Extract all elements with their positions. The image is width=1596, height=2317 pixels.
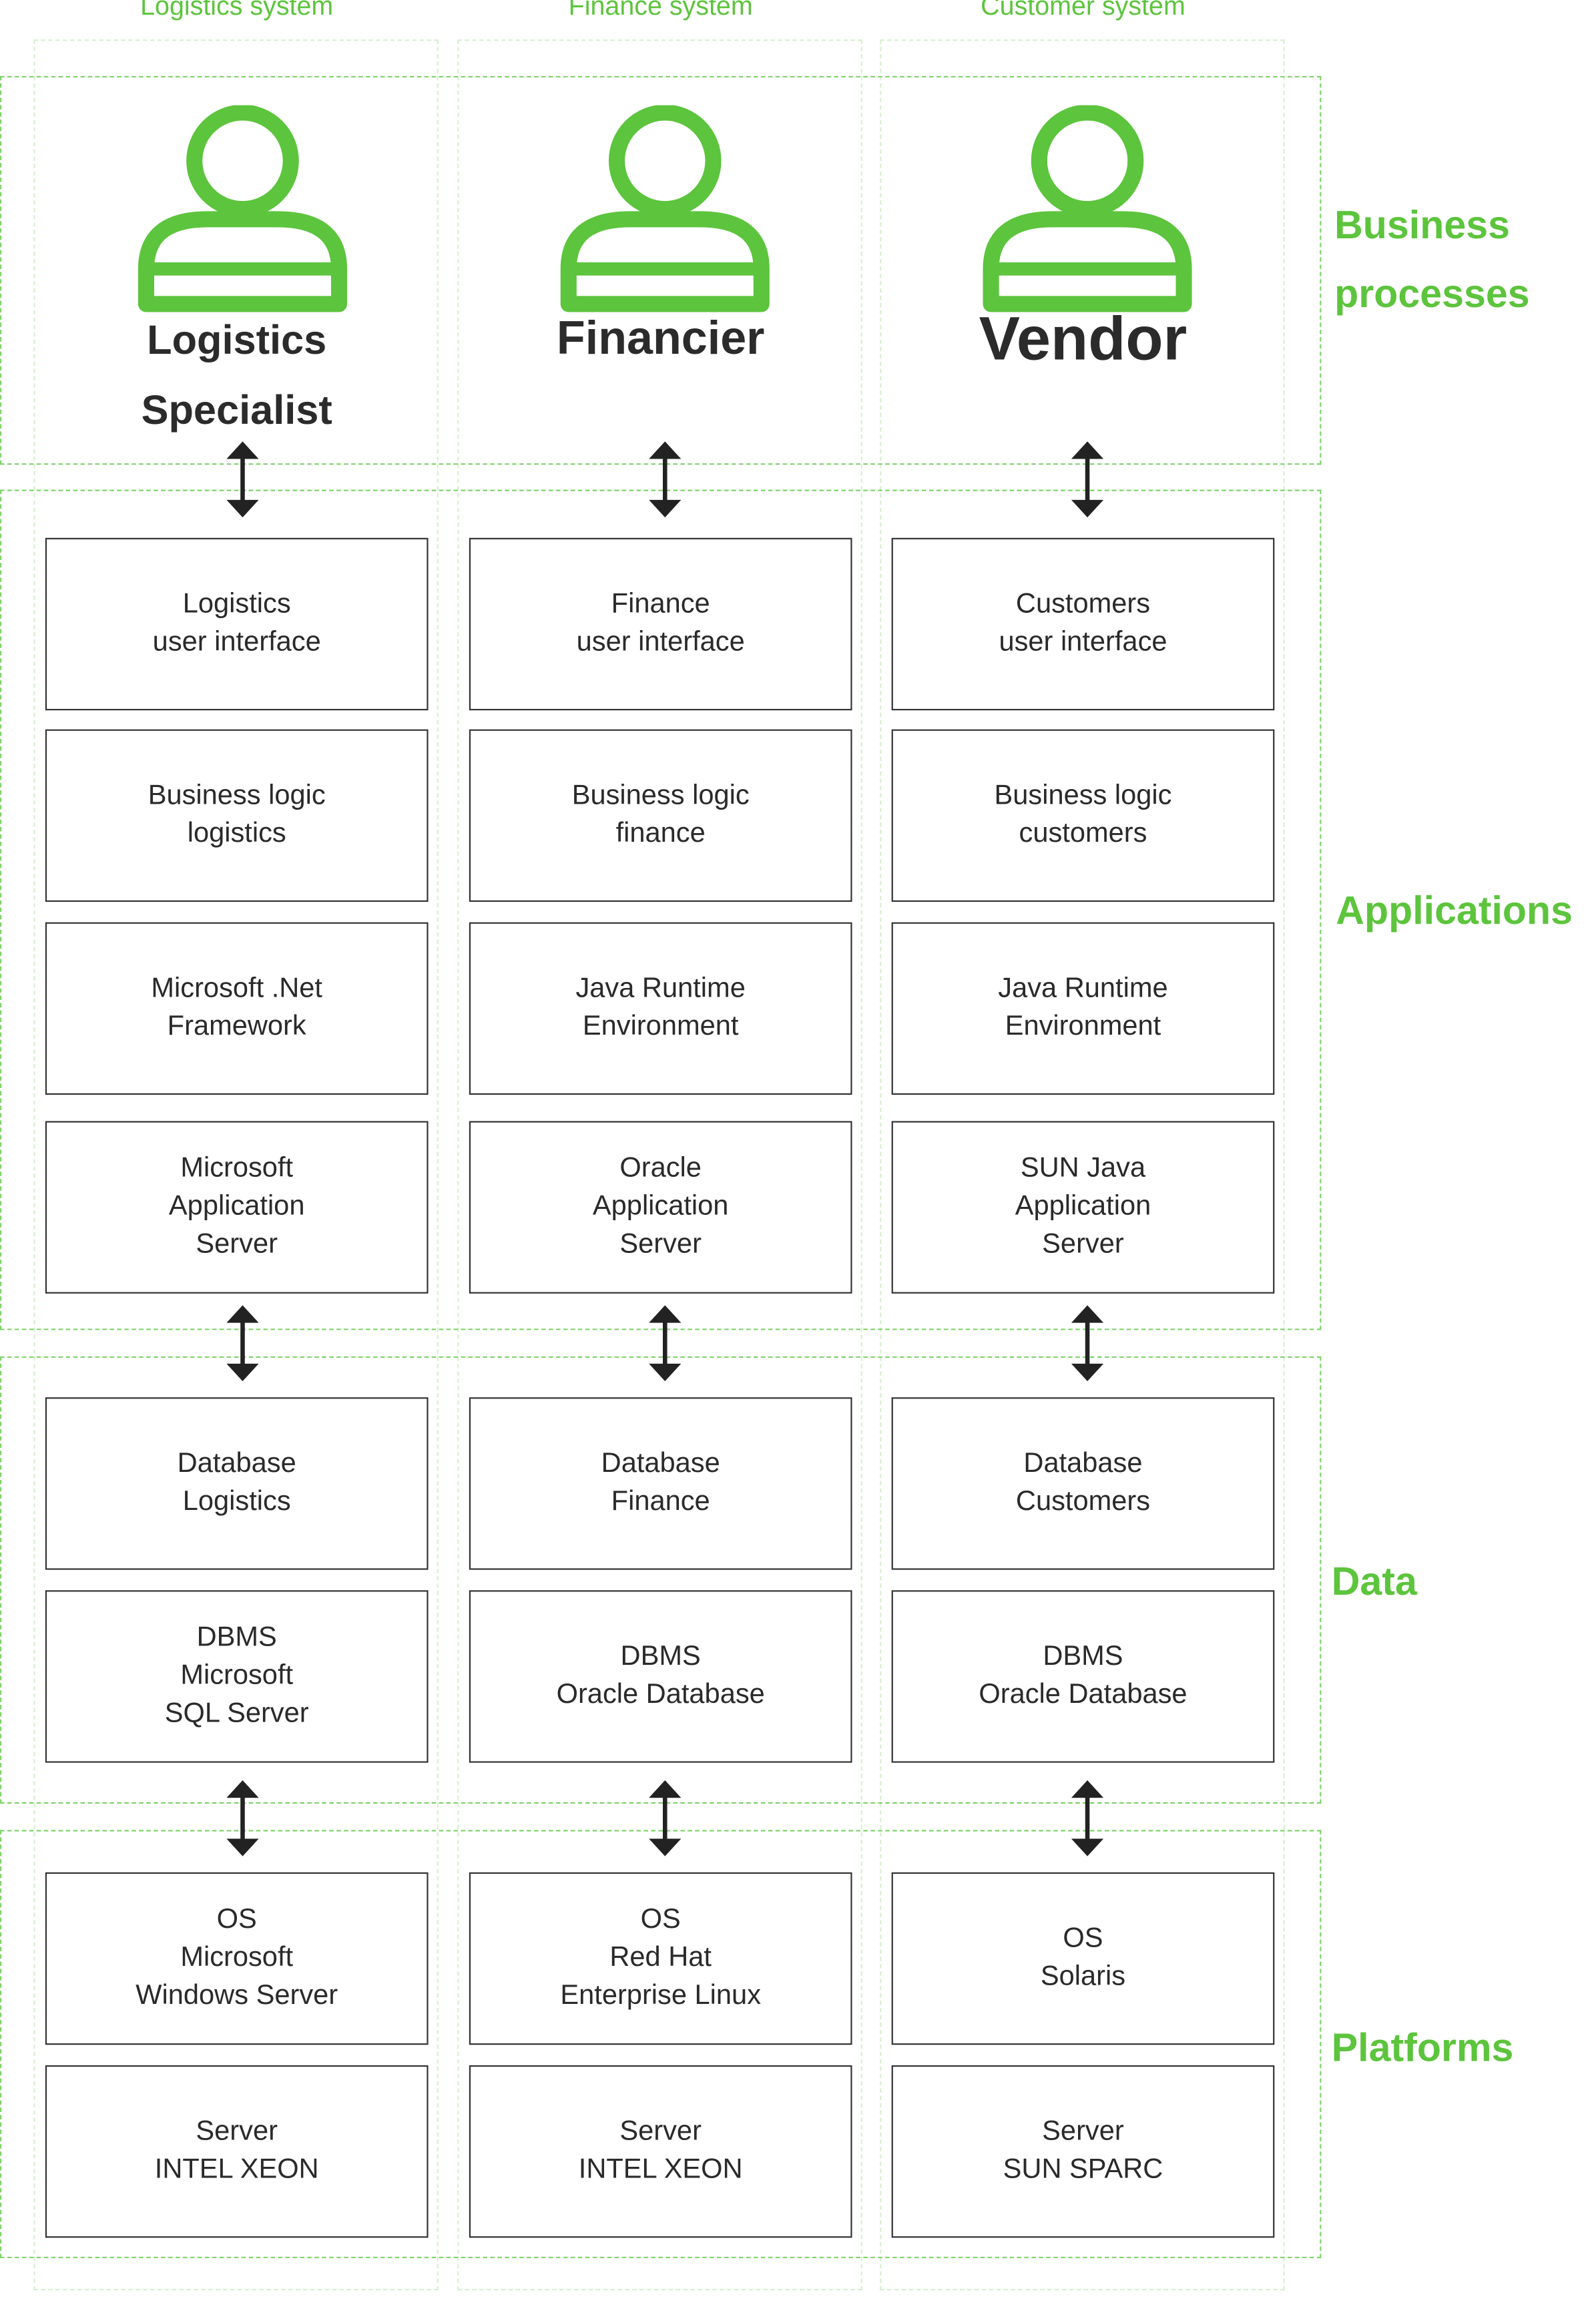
role-logistics-specialist: Logistics Specialist	[141, 317, 332, 433]
component-box: Business logic logistics	[45, 729, 429, 902]
person-icon	[557, 105, 773, 313]
component-box-label: Java Runtime Environment	[998, 973, 1168, 1043]
double-arrow-icon	[646, 1305, 684, 1382]
column-title-finance: Finance system	[568, 0, 753, 21]
layer-applications-label: Applications	[1336, 888, 1573, 933]
component-box: Server INTEL XEON	[469, 2065, 852, 2238]
layer-data-label: Data	[1331, 1559, 1417, 1603]
component-box: DBMS Oracle Database	[891, 1590, 1275, 1763]
component-box-label: Server INTEL XEON	[154, 2116, 319, 2185]
double-arrow-icon	[646, 441, 684, 518]
component-box-label: Logistics user interface	[152, 589, 321, 658]
column-guide	[33, 39, 439, 2291]
layer-platforms	[0, 1830, 1322, 2258]
role-vendor: Vendor	[979, 304, 1187, 373]
component-box: Finance user interface	[469, 537, 852, 711]
component-box: Customers user interface	[891, 537, 1275, 711]
component-box: OS Red Hat Enterprise Linux	[469, 1872, 852, 2045]
component-box: Server SUN SPARC	[891, 2065, 1275, 2238]
component-box: Java Runtime Environment	[891, 922, 1275, 1095]
column-title-customer: Customer system	[981, 0, 1185, 21]
component-box: OS Solaris	[891, 1872, 1275, 2045]
component-box-label: Finance user interface	[576, 589, 745, 658]
component-box: OS Microsoft Windows Server	[45, 1872, 429, 2045]
component-box-label: Customers user interface	[999, 589, 1167, 658]
component-box: Business logic customers	[891, 729, 1275, 902]
double-arrow-icon	[224, 441, 262, 518]
component-box-label: OS Microsoft Windows Server	[136, 1904, 338, 2011]
column-title-logistics: Logistics system	[140, 0, 334, 21]
component-box: Database Customers	[891, 1397, 1275, 1570]
component-box-label: Oracle Application Server	[592, 1153, 729, 1260]
person-icon	[134, 105, 350, 313]
component-box-label: Server INTEL XEON	[578, 2116, 743, 2185]
component-box-label: Microsoft .Net Framework	[151, 973, 323, 1043]
layer-platforms-label: Platforms	[1331, 2025, 1514, 2070]
component-box: Server INTEL XEON	[45, 2065, 429, 2238]
component-box-label: DBMS Microsoft SQL Server	[164, 1622, 309, 1730]
component-box-label: Business logic finance	[571, 780, 750, 850]
double-arrow-icon	[646, 1780, 684, 1856]
component-box-label: Database Customers	[1015, 1448, 1151, 1517]
component-box: Oracle Application Server	[469, 1121, 852, 1294]
role-financier: Financier	[556, 311, 765, 364]
component-box: SUN Java Application Server	[891, 1121, 1275, 1294]
component-box: DBMS Microsoft SQL Server	[45, 1590, 429, 1763]
component-box-label: Database Logistics	[177, 1448, 296, 1517]
component-box-label: OS Solaris	[1040, 1923, 1126, 1993]
component-box: Database Logistics	[45, 1397, 429, 1570]
component-box-label: Microsoft Application Server	[168, 1153, 305, 1260]
component-box: Microsoft .Net Framework	[45, 922, 429, 1095]
component-box: Database Finance	[469, 1397, 852, 1570]
layer-data	[0, 1356, 1322, 1804]
component-box-label: Server SUN SPARC	[1003, 2116, 1163, 2185]
person-icon	[979, 105, 1195, 313]
double-arrow-icon	[224, 1305, 262, 1382]
component-box-label: Business logic logistics	[148, 780, 326, 850]
column-guide	[880, 39, 1285, 2291]
component-box-label: SUN Java Application Server	[1015, 1153, 1151, 1260]
component-box-label: Database Finance	[601, 1448, 720, 1517]
component-box: DBMS Oracle Database	[469, 1590, 852, 1763]
double-arrow-icon	[1069, 1780, 1107, 1856]
component-box-label: DBMS Oracle Database	[556, 1641, 765, 1710]
component-box-label: Business logic customers	[994, 780, 1172, 850]
double-arrow-icon	[1069, 1305, 1107, 1382]
layer-business-processes	[0, 75, 1322, 465]
component-box: Logistics user interface	[45, 537, 429, 711]
component-box-label: DBMS Oracle Database	[979, 1641, 1187, 1710]
component-box: Java Runtime Environment	[469, 922, 852, 1095]
column-guide	[457, 39, 862, 2291]
component-box-label: Java Runtime Environment	[575, 973, 746, 1043]
layer-applications	[0, 489, 1322, 1330]
double-arrow-icon	[1069, 441, 1107, 518]
double-arrow-icon	[224, 1780, 262, 1856]
layer-business-processes-label: Business processes	[1334, 203, 1530, 316]
component-box: Business logic finance	[469, 729, 852, 902]
component-box: Microsoft Application Server	[45, 1121, 429, 1294]
component-box-label: OS Red Hat Enterprise Linux	[560, 1904, 761, 2011]
